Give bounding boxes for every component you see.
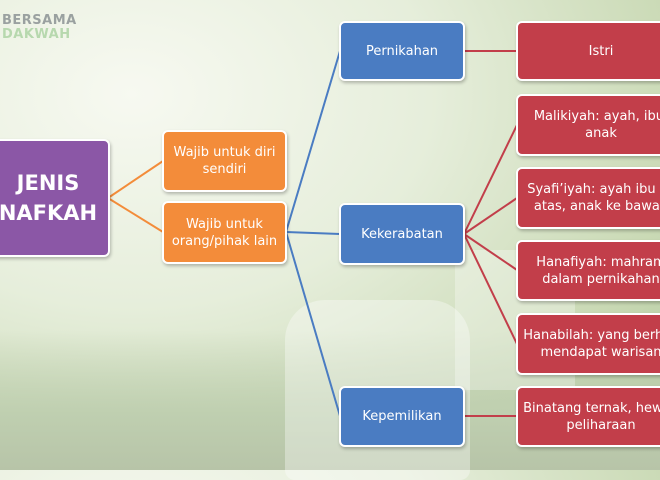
connector-line: [285, 50, 341, 233]
connector-line: [107, 197, 164, 233]
connector-lines: [107, 50, 518, 417]
connector-line: [285, 231, 341, 235]
connector-line: [107, 160, 164, 199]
node-wajib-diri-sendiri: Wajib untuk diri sendiri: [162, 130, 287, 192]
node-hanafiyah: Hanafiyah: mahram dalam pernikahan: [516, 240, 660, 301]
root-node: JENIS NAFKAH: [0, 139, 110, 257]
connector-line: [463, 233, 518, 271]
connector-line: [463, 197, 518, 235]
node-istri: Istri: [516, 21, 660, 81]
node-wajib-orang-lain: Wajib untuk orang/pihak lain: [162, 201, 287, 264]
connector-line: [463, 124, 518, 235]
node-hanabilah: Hanabilah: yang berhak mendapat warisan: [516, 313, 660, 375]
node-kepemilikan: Kepemilikan: [339, 386, 465, 447]
logo: BERSAMA DAKWAH: [2, 13, 77, 42]
node-kekerabatan: Kekerabatan: [339, 203, 465, 265]
node-syafiiyah: Syafi’iyah: ayah ibu ke atas, anak ke ba…: [516, 167, 660, 229]
connector-line: [285, 231, 341, 417]
connector-line: [463, 233, 518, 345]
node-malikiyah: Malikiyah: ayah, ibu, anak: [516, 94, 660, 156]
node-pernikahan: Pernikahan: [339, 21, 465, 81]
node-binatang: Binatang ternak, hewan peliharaan: [516, 386, 660, 447]
